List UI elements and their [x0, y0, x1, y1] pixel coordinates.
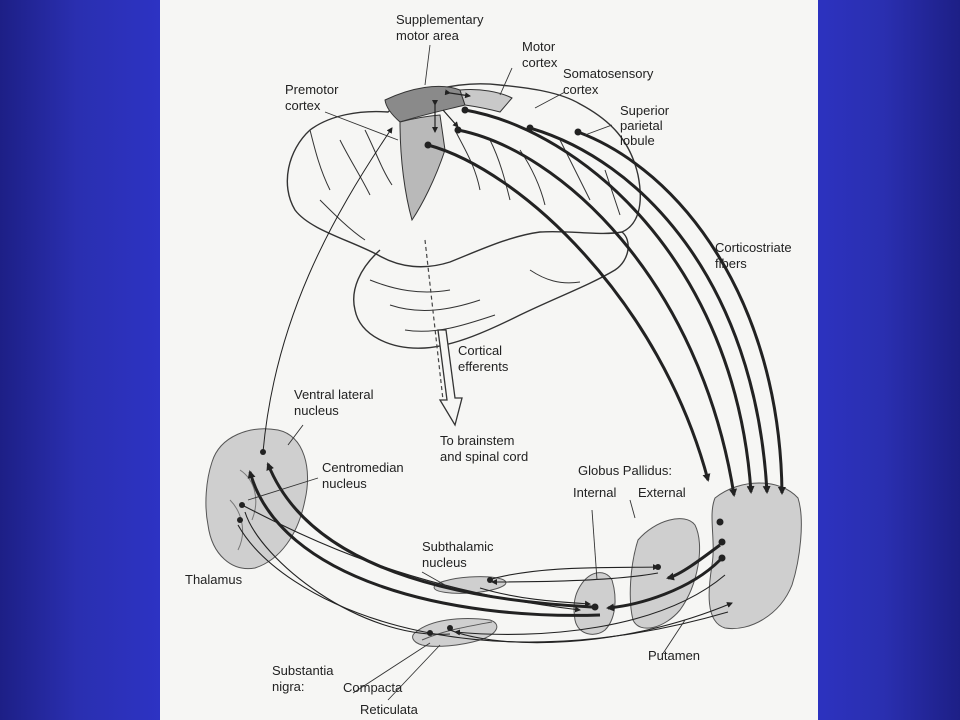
label-subthalamic-line2: nucleus [422, 555, 467, 570]
thalamus-region [205, 428, 308, 570]
leader-lines [247, 44, 686, 701]
label-external: External [638, 485, 686, 500]
label-supplementary-line1: Supplementary [396, 12, 484, 27]
globus-pallidus-internal-region [573, 572, 616, 635]
thin-circuits [237, 504, 733, 644]
label-ventral-line1: Ventral lateral [294, 387, 374, 402]
diagram-panel: Supplementary motor area Motor cortex So… [160, 0, 818, 720]
label-substantia-line2: nigra: [272, 679, 305, 694]
label-substantia-line1: Substantia [272, 663, 334, 678]
label-supplementary-line2: motor area [396, 28, 460, 43]
label-premotor-line2: cortex [285, 98, 321, 113]
putamen-region [708, 482, 802, 630]
cortical-efferents-arrow [424, 239, 463, 427]
label-somatosensory-line1: Somatosensory [563, 66, 654, 81]
globus-pallidus-external-region [629, 518, 701, 629]
label-corticostriate-line2: fibers [715, 256, 747, 271]
premotor-cortex-region [399, 114, 446, 222]
label-centromedian-line1: Centromedian [322, 460, 404, 475]
label-corticostriate-line1: Corticostriate [715, 240, 792, 255]
label-efferents-line1: Cortical [458, 343, 502, 358]
brain-cortex [286, 83, 641, 349]
label-centromedian-line2: nucleus [322, 476, 367, 491]
corticostriate-fibers [427, 108, 786, 497]
label-somatosensory-line2: cortex [563, 82, 599, 97]
label-superior-line2: parietal [620, 118, 663, 133]
labels: Supplementary motor area Motor cortex So… [185, 12, 792, 717]
label-internal: Internal [573, 485, 616, 500]
label-superior-line3: lobule [620, 133, 655, 148]
label-brainstem-line2: and spinal cord [440, 449, 528, 464]
label-motor-line1: Motor [522, 39, 556, 54]
basal-ganglia-circuits [247, 462, 722, 617]
label-globus-pallidus: Globus Pallidus: [578, 463, 672, 478]
label-compacta: Compacta [343, 680, 403, 695]
nucleus-dots [237, 449, 726, 636]
label-thalamus: Thalamus [185, 572, 243, 587]
thalamocortical-projection [262, 127, 393, 453]
label-reticulata: Reticulata [360, 702, 419, 717]
label-efferents-line2: efferents [458, 359, 509, 374]
label-premotor-line1: Premotor [285, 82, 339, 97]
motor-cortex-region [459, 89, 513, 113]
label-superior-line1: Superior [620, 103, 670, 118]
label-ventral-line2: nucleus [294, 403, 339, 418]
label-putamen: Putamen [648, 648, 700, 663]
basal-ganglia-diagram: Supplementary motor area Motor cortex So… [185, 12, 802, 717]
label-brainstem-line1: To brainstem [440, 433, 514, 448]
intracortical-arrows [432, 89, 471, 133]
cortical-origin-dots [424, 106, 582, 149]
label-subthalamic-line1: Subthalamic [422, 539, 494, 554]
label-motor-line2: cortex [522, 55, 558, 70]
